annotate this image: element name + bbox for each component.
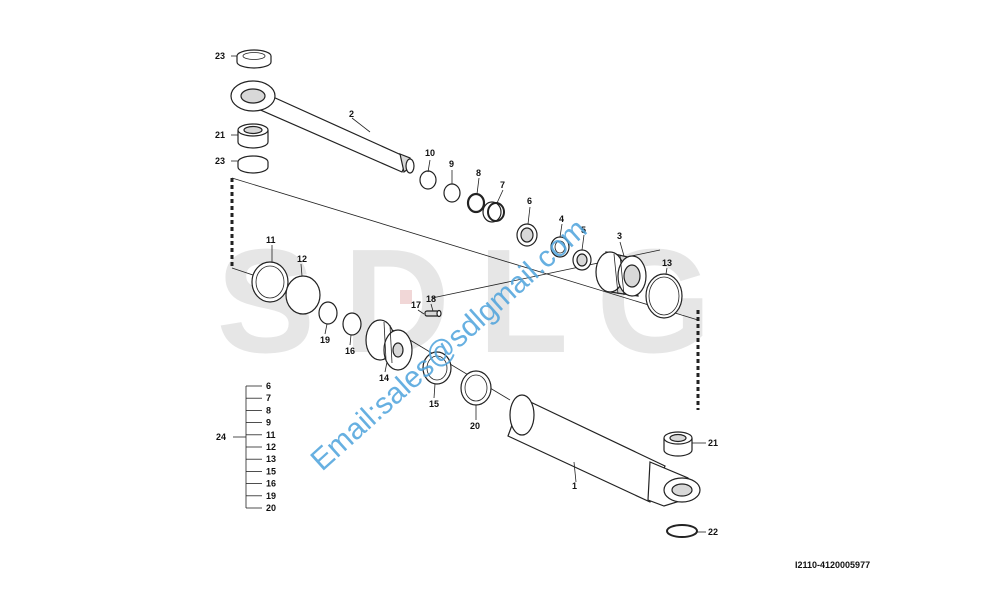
part-7-seal <box>482 201 505 223</box>
callout-7: 7 <box>500 180 505 190</box>
kit-item-15: 15 <box>266 466 276 476</box>
kit-item-20: 20 <box>266 503 276 513</box>
part-3-cylinder-head <box>595 251 647 297</box>
kit-24-label: 24 <box>216 432 226 442</box>
part-15-ring <box>422 351 452 385</box>
kit-item-19: 19 <box>266 491 276 501</box>
callout-23-top: 23 <box>215 51 225 61</box>
callout-21-top: 21 <box>215 130 225 140</box>
callout-11: 11 <box>266 235 276 245</box>
kit-item-7: 7 <box>266 393 271 403</box>
callout-2: 2 <box>349 109 354 119</box>
kit-item-12: 12 <box>266 442 276 452</box>
drawing-code: I2110-4120005977 <box>795 560 871 570</box>
part-6-guide-ring <box>516 223 538 247</box>
callout-14: 14 <box>379 373 389 383</box>
kit-item-8: 8 <box>266 405 271 415</box>
part-22-circlip <box>666 524 698 538</box>
part-21-top-bushing <box>237 123 269 149</box>
callout-21-lower: 21 <box>708 438 718 448</box>
callout-12: 12 <box>297 254 307 264</box>
part-19-ring <box>318 301 338 325</box>
part-1-cylinder-barrel <box>507 394 701 507</box>
kit-item-16: 16 <box>266 479 276 489</box>
part-21-lower-bushing <box>663 431 693 457</box>
part-11-ring <box>251 261 289 303</box>
part-16-ring <box>342 312 362 336</box>
callout-labels: 23 2 21 23 10 9 8 7 6 4 5 3 13 11 12 18 … <box>215 51 718 537</box>
callout-10: 10 <box>425 148 435 158</box>
callout-20: 20 <box>470 421 480 431</box>
callout-16: 16 <box>345 346 355 356</box>
callout-8: 8 <box>476 168 481 178</box>
part-13-ring <box>645 273 683 319</box>
part-20-ring <box>460 370 492 406</box>
callout-22: 22 <box>708 527 718 537</box>
callout-3: 3 <box>617 231 622 241</box>
callout-9: 9 <box>449 159 454 169</box>
callout-6: 6 <box>527 196 532 206</box>
callout-15: 15 <box>429 399 439 409</box>
assembly-lines <box>230 177 700 410</box>
part-10-ring <box>419 170 437 190</box>
leader-lines <box>231 55 706 533</box>
kit-item-6: 6 <box>266 381 271 391</box>
part-2-piston-rod <box>230 80 415 174</box>
kit-item-9: 9 <box>266 418 271 428</box>
callout-23-lower: 23 <box>215 156 225 166</box>
part-9-ring <box>443 183 461 203</box>
kit-item-13: 13 <box>266 454 276 464</box>
callout-1: 1 <box>572 481 577 491</box>
part-5-ring <box>572 249 592 271</box>
kit-item-11: 11 <box>266 430 276 440</box>
callout-4: 4 <box>559 214 564 224</box>
part-23-lower-ring <box>237 155 269 174</box>
callout-18: 18 <box>426 294 436 304</box>
part-12-ring <box>285 275 321 315</box>
callout-13: 13 <box>662 258 672 268</box>
part-23-top-ring <box>236 49 272 69</box>
kit-24-list: 24 6 7 8 9 11 12 13 15 16 19 20 <box>216 381 276 513</box>
callout-17: 17 <box>411 300 421 310</box>
part-14-piston <box>365 319 413 371</box>
part-8-circlip <box>466 192 486 214</box>
part-17-18-pin <box>400 290 442 318</box>
callout-5: 5 <box>581 225 586 235</box>
kit-24-items: 6 7 8 9 11 12 13 15 16 19 20 <box>246 381 276 513</box>
callout-19: 19 <box>320 335 330 345</box>
